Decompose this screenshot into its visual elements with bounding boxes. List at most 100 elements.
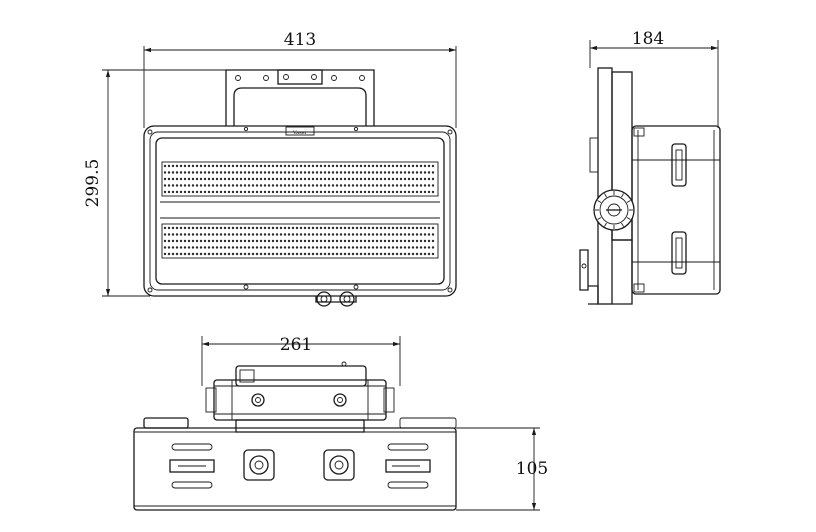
- led-dot: [343, 190, 347, 194]
- led-dot: [171, 184, 175, 187]
- led-dot: [375, 233, 379, 236]
- led-dot: [331, 226, 335, 230]
- led-dot: [367, 164, 371, 168]
- mounting-bracket: [225, 69, 375, 126]
- led-dot: [415, 226, 419, 230]
- led-dot: [251, 252, 255, 256]
- led-dot: [199, 184, 203, 187]
- led-dot: [391, 239, 395, 243]
- led-dot: [335, 252, 339, 256]
- led-dot: [195, 164, 199, 168]
- led-dot: [195, 171, 199, 174]
- led-dot: [267, 171, 271, 174]
- led-dot: [215, 164, 219, 168]
- led-dot: [275, 164, 279, 168]
- led-dot: [355, 252, 359, 256]
- led-dot: [407, 190, 411, 194]
- led-dot: [243, 252, 247, 256]
- led-dot: [415, 239, 419, 243]
- led-dot: [387, 164, 391, 168]
- led-dot: [327, 177, 331, 181]
- led-dot: [231, 246, 235, 249]
- led-dot: [335, 190, 339, 194]
- led-dot: [259, 164, 263, 168]
- led-dot: [427, 177, 431, 181]
- led-dot: [399, 239, 403, 243]
- led-dot: [399, 233, 403, 236]
- led-dot: [275, 171, 279, 174]
- led-dot: [283, 226, 287, 230]
- led-dot: [307, 252, 311, 256]
- knob-tooth: [621, 193, 624, 198]
- led-dot: [331, 164, 335, 168]
- led-dot: [387, 233, 391, 236]
- led-dot: [279, 177, 283, 181]
- led-dot: [339, 252, 343, 256]
- led-dot: [215, 239, 219, 243]
- led-dot: [251, 190, 255, 194]
- led-dot: [183, 246, 187, 249]
- led-dot: [415, 184, 419, 187]
- led-dot: [179, 233, 183, 236]
- led-dot: [195, 233, 199, 236]
- led-dot: [367, 233, 371, 236]
- led-dot: [271, 233, 275, 236]
- led-dot: [199, 239, 203, 243]
- led-dot: [275, 177, 279, 181]
- led-dot: [167, 190, 171, 194]
- led-dot: [163, 246, 167, 249]
- led-dot: [431, 184, 435, 187]
- led-dot: [227, 246, 231, 249]
- led-dot: [303, 164, 307, 168]
- led-dot: [319, 177, 323, 181]
- led-dot: [299, 226, 303, 230]
- led-dot: [403, 226, 407, 230]
- led-dot: [319, 184, 323, 187]
- led-dot: [427, 226, 431, 230]
- led-dot: [307, 171, 311, 174]
- led-dot: [363, 246, 367, 249]
- led-dot: [395, 246, 399, 249]
- led-dot: [231, 184, 235, 187]
- led-dot: [399, 190, 403, 194]
- led-dot: [371, 184, 375, 187]
- led-dot: [263, 252, 267, 256]
- led-dot: [355, 239, 359, 243]
- led-dot: [219, 246, 223, 249]
- led-dot: [303, 190, 307, 194]
- led-dot: [251, 171, 255, 174]
- led-dot: [371, 164, 375, 168]
- bottom-connector-right: [323, 449, 355, 481]
- led-dot: [235, 190, 239, 194]
- led-dot: [363, 184, 367, 187]
- led-dot: [275, 226, 279, 230]
- led-dot: [291, 239, 295, 243]
- led-dot: [287, 177, 291, 181]
- led-dot: [411, 184, 415, 187]
- led-dot: [295, 164, 299, 168]
- led-dot: [279, 164, 283, 168]
- led-dot: [215, 184, 219, 187]
- led-dot: [355, 190, 359, 194]
- led-dot: [319, 164, 323, 168]
- led-dot: [335, 164, 339, 168]
- led-dot: [387, 190, 391, 194]
- body-height-dimension-label: 105: [516, 459, 548, 479]
- led-dot: [307, 177, 311, 181]
- led-dot: [291, 246, 295, 249]
- led-dot: [255, 164, 259, 168]
- led-dot: [379, 233, 383, 236]
- led-dot: [315, 239, 319, 243]
- led-dot: [223, 252, 227, 256]
- led-dot: [395, 177, 399, 181]
- led-dot: [167, 184, 171, 187]
- led-dot: [395, 252, 399, 256]
- led-dot: [179, 226, 183, 230]
- led-dot: [283, 233, 287, 236]
- led-dot: [379, 171, 383, 174]
- led-dot: [375, 226, 379, 230]
- led-dot: [423, 252, 427, 256]
- led-dot: [351, 184, 355, 187]
- led-dot: [415, 233, 419, 236]
- led-dot: [211, 239, 215, 243]
